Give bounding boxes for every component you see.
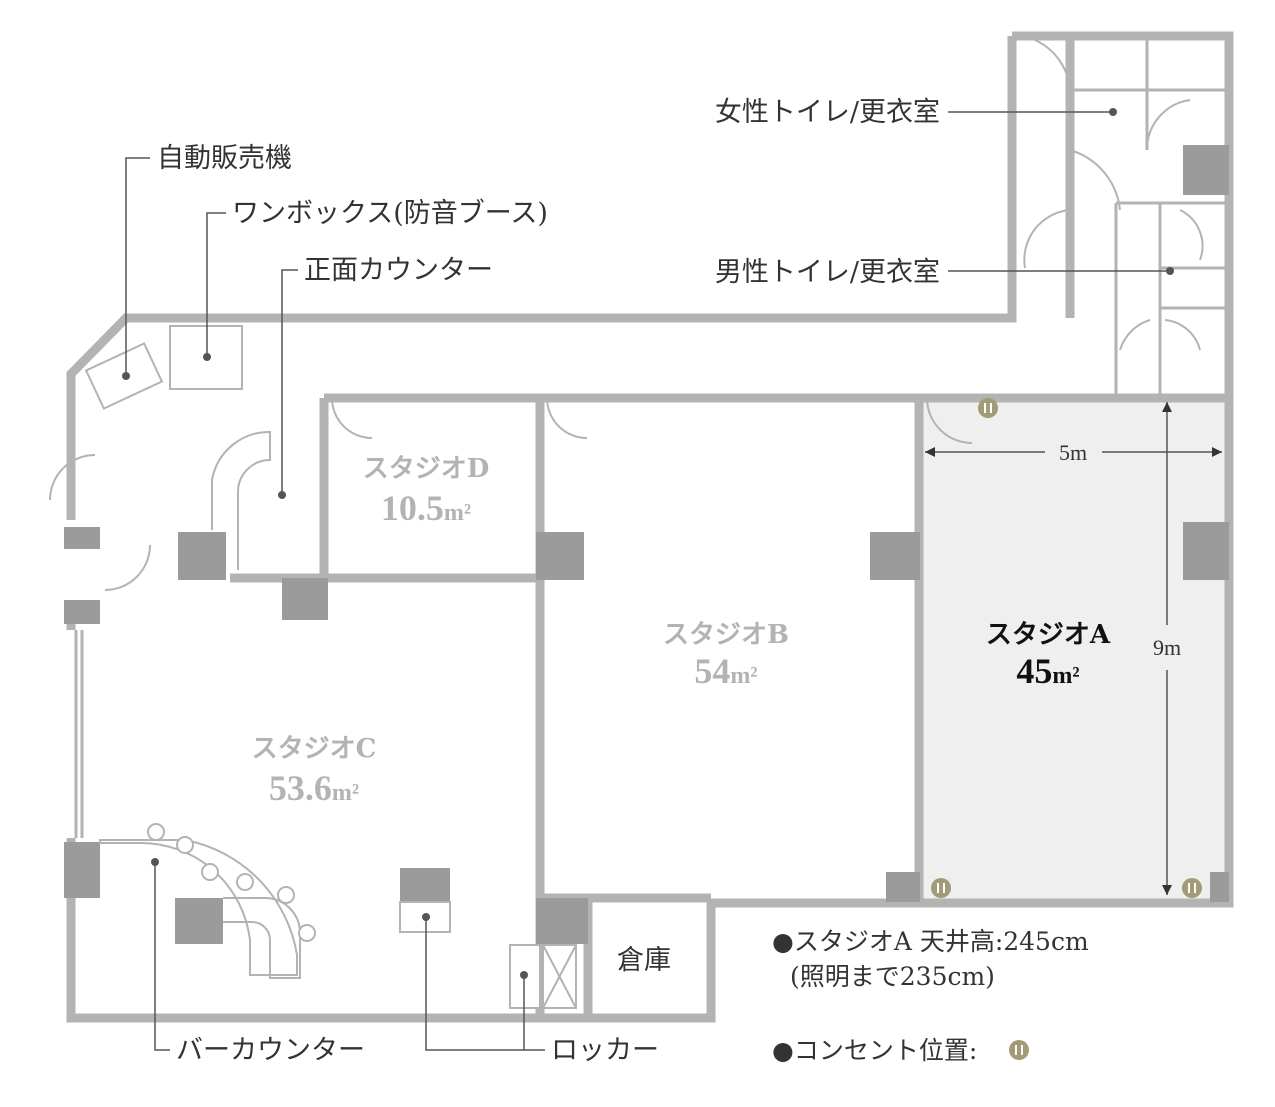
- outlet-legend-label: ●コンセント位置:: [772, 1036, 977, 1065]
- vending-machine-label: 自動販売機: [157, 143, 292, 174]
- studio-a-floor: [919, 398, 1228, 901]
- outlet-icon: [1182, 878, 1202, 898]
- studio-b-name: スタジオB: [663, 620, 789, 650]
- studio-a-name: スタジオA: [986, 620, 1111, 650]
- front-counter-shape: [211, 430, 271, 570]
- studio-a-area: 45m²: [1016, 651, 1079, 691]
- width-dimension: 5m: [1059, 440, 1087, 465]
- leader-lines: [122, 108, 1174, 1051]
- storage-label: 倉庫: [617, 945, 671, 976]
- fixtures: [84, 325, 577, 1009]
- locker-label: ロッカー: [551, 1035, 659, 1066]
- doors: [49, 39, 1204, 591]
- outlet-icon: [978, 398, 998, 418]
- bar-counter-label: バーカウンター: [176, 1035, 365, 1066]
- studio-c-area: 53.6m²: [269, 768, 359, 808]
- studio-d-name: スタジオD: [363, 454, 490, 484]
- front-counter-label: 正面カウンター: [304, 255, 493, 286]
- columns: [64, 145, 1229, 944]
- outlet-icon: [931, 878, 951, 898]
- ceiling-height-note: ●スタジオA 天井高:245cm: [772, 927, 1089, 956]
- bar-stools: [147, 823, 316, 942]
- studio-b-area: 54m²: [694, 651, 757, 691]
- lighting-height-note: (照明まで235cm): [790, 962, 995, 991]
- mens-restroom-label: 男性トイレ/更衣室: [715, 257, 940, 288]
- outlet-icon: [1009, 1040, 1029, 1060]
- womens-restroom-label: 女性トイレ/更衣室: [715, 97, 940, 128]
- studio-d-area: 10.5m²: [381, 488, 471, 528]
- one-box-label: ワンボックス(防音ブース): [232, 198, 548, 229]
- height-dimension: 9m: [1153, 635, 1181, 660]
- outlet-icons: [931, 398, 1202, 1060]
- studio-c-name: スタジオC: [252, 734, 377, 764]
- dimension-lines: [925, 402, 1222, 895]
